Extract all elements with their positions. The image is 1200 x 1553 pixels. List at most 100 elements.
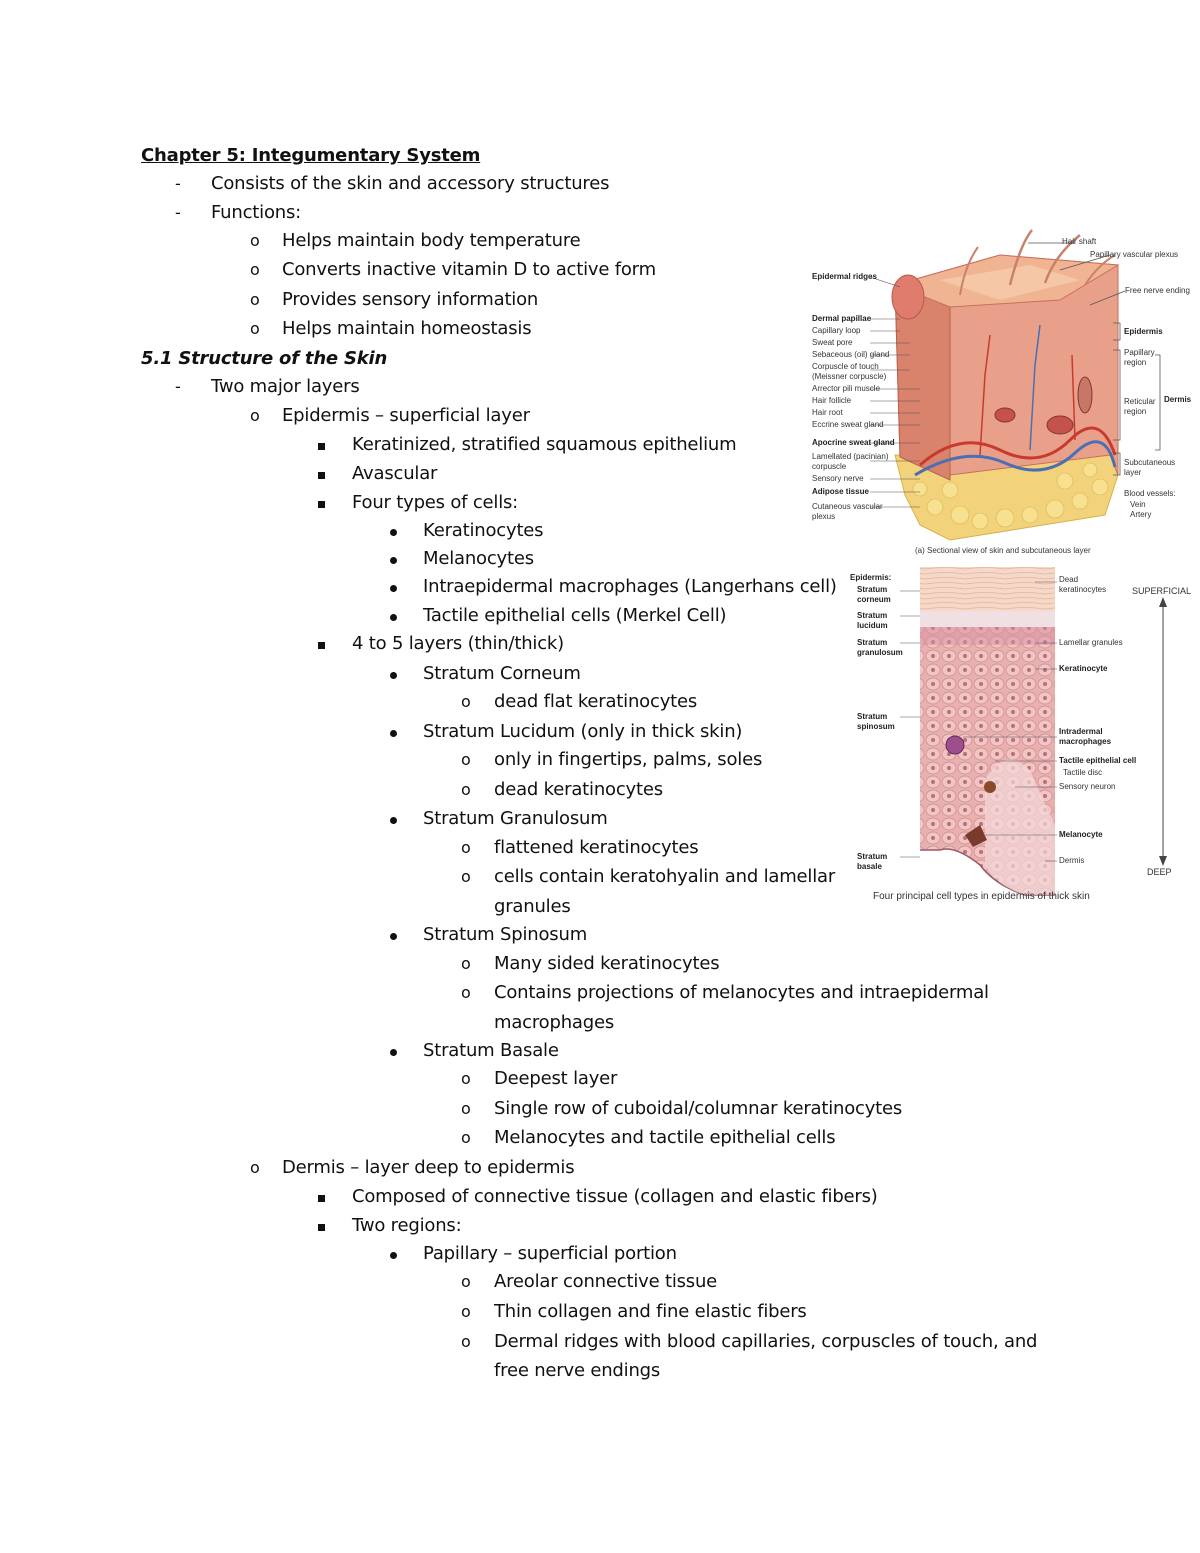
list-item: 4 to 5 layers (thin/thick): [352, 633, 564, 654]
list-item: Keratinocytes: [423, 520, 544, 541]
fig1-label: Vein: [1130, 500, 1146, 509]
fig1-label: Dermis: [1164, 395, 1192, 404]
list-item-continuation: granules: [494, 896, 571, 917]
fig1-label: Apocrine sweat gland: [812, 438, 895, 447]
fig1-label: Papillary vascular plexus: [1090, 250, 1179, 259]
list-item: Stratum Spinosum: [423, 924, 588, 945]
section-heading: 5.1 Structure of the Skin: [141, 348, 388, 369]
fig2-label: Stratum granulosum: [857, 638, 903, 657]
list-item: Contains projections of melanocytes and …: [494, 982, 989, 1003]
circle-bullet: o: [461, 750, 471, 769]
list-item: Deepest layer: [494, 1068, 618, 1089]
fig2-label: Dermis: [1059, 856, 1085, 865]
dot-bullet: [390, 1242, 397, 1266]
list-item: Epidermis – superficial layer: [282, 405, 530, 426]
circle-bullet: o: [461, 1099, 471, 1118]
square-bullet: [318, 462, 325, 486]
circle-bullet: o: [250, 290, 260, 309]
circle-bullet: o: [461, 692, 471, 711]
list-item: Dermis – layer deep to epidermis: [282, 1157, 575, 1178]
fig1-label: Blood vessels:: [1124, 489, 1176, 498]
list-item: Papillary – superficial portion: [423, 1243, 677, 1264]
fig2-label: Keratinocyte: [1059, 664, 1108, 673]
circle-bullet: o: [461, 1128, 471, 1147]
fig1-caption: (a) Sectional view of skin and subcutane…: [915, 546, 1091, 555]
fig1-label: Papillary region: [1124, 348, 1155, 367]
square-bullet: [318, 632, 325, 656]
fig2-label: Lamellar granules: [1059, 638, 1123, 647]
circle-bullet: o: [250, 260, 260, 279]
list-item: Intraepidermal macrophages (Langerhans c…: [423, 576, 837, 597]
dot-bullet: [390, 604, 397, 628]
dot-bullet: [390, 807, 397, 831]
list-item: Areolar connective tissue: [494, 1271, 718, 1292]
fig1-label: Cutaneous vascular plexus: [812, 502, 883, 521]
fig1-label: Epidermis: [1124, 327, 1163, 336]
list-item: Four types of cells:: [352, 492, 519, 513]
square-bullet: [318, 491, 325, 515]
fig2-label: Tactile epithelial cell: [1059, 756, 1137, 765]
list-item: cells contain keratohyalin and lamellar: [494, 866, 836, 887]
list-item: Melanocytes: [423, 548, 534, 569]
dot-bullet: [390, 519, 397, 543]
circle-bullet: o: [250, 406, 260, 425]
list-item: Keratinized, stratified squamous epithel…: [352, 434, 737, 455]
list-item: dead keratinocytes: [494, 779, 663, 800]
fig1-label: Sweat pore: [812, 338, 853, 347]
fig2-label: Intradermal macrophages: [1059, 727, 1112, 746]
list-item: flattened keratinocytes: [494, 837, 699, 858]
list-item: dead flat keratinocytes: [494, 691, 698, 712]
fig1-label: Hair follicle: [812, 396, 852, 405]
fig2-label: Stratum spinosum: [857, 712, 895, 731]
list-item-continuation: free nerve endings: [494, 1360, 661, 1381]
square-bullet: [318, 1214, 325, 1238]
circle-bullet: o: [461, 1302, 471, 1321]
dot-bullet: [390, 547, 397, 571]
list-item: Provides sensory information: [282, 289, 539, 310]
fig1-label: Sensory nerve: [812, 474, 864, 483]
fig1-label: Capillary loop: [812, 326, 861, 335]
list-item: Stratum Basale: [423, 1040, 559, 1061]
circle-bullet: o: [250, 231, 260, 250]
fig1-label: Arrector pili muscle: [812, 384, 881, 393]
fig1-label: Dermal papillae: [812, 314, 872, 323]
dot-bullet: [390, 923, 397, 947]
fig1-label: Adipose tissue: [812, 487, 869, 496]
circle-bullet: o: [461, 1272, 471, 1291]
list-item: Thin collagen and fine elastic fibers: [494, 1301, 807, 1322]
fig2-label: Sensory neuron: [1059, 782, 1116, 791]
dot-bullet: [390, 1039, 397, 1063]
list-item: Converts inactive vitamin D to active fo…: [282, 259, 656, 280]
list-item: only in fingertips, palms, soles: [494, 749, 763, 770]
square-bullet: [318, 433, 325, 457]
fig2-label: Stratum basale: [857, 852, 888, 871]
chapter-title: Chapter 5: Integumentary System: [141, 145, 481, 166]
list-item: Stratum Corneum: [423, 663, 581, 684]
fig2-label: Tactile disc: [1063, 768, 1103, 777]
fig2-label: Epidermis:: [850, 573, 892, 582]
list-item: Consists of the skin and accessory struc…: [211, 173, 610, 194]
fig2-label: Dead keratinocytes: [1059, 575, 1107, 594]
circle-bullet: o: [461, 1069, 471, 1088]
fig1-label: Hair shaft: [1062, 237, 1097, 246]
square-bullet: [318, 1185, 325, 1209]
fig1-label: Sebaceous (oil) gland: [812, 350, 890, 359]
list-item: Helps maintain homeostasis: [282, 318, 532, 339]
list-item: Two major layers: [211, 376, 360, 397]
circle-bullet: o: [461, 954, 471, 973]
fig1-label: Artery: [1130, 510, 1152, 519]
dot-bullet: [390, 662, 397, 686]
list-item: Functions:: [211, 202, 302, 223]
fig1-label: Hair root: [812, 408, 843, 417]
list-item: Dermal ridges with blood capillaries, co…: [494, 1331, 1038, 1352]
epidermis-layers-figure: Epidermis: Stratum corneum Stratum lucid…: [845, 565, 1200, 910]
fig2-label: Melanocyte: [1059, 830, 1103, 839]
skin-section-illustration: [869, 229, 1161, 541]
circle-bullet: o: [461, 983, 471, 1002]
fig1-label: Epidermal ridges: [812, 272, 877, 281]
circle-bullet: o: [461, 1332, 471, 1351]
dash-bullet: -: [175, 377, 181, 396]
circle-bullet: o: [250, 319, 260, 338]
list-item: Many sided keratinocytes: [494, 953, 720, 974]
